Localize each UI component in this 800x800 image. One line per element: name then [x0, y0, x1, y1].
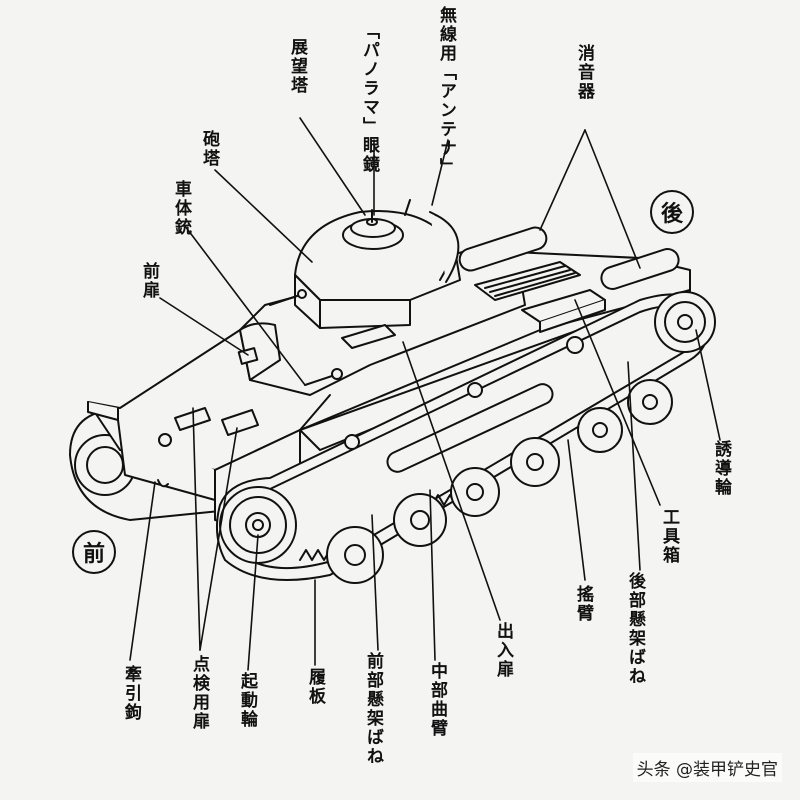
- label-inspection-door: 点検用扉: [189, 655, 209, 731]
- label-panorama-sight: 「パノラマ」眼鏡: [359, 22, 379, 174]
- label-front-spring: 前部懸架ばね: [363, 652, 383, 766]
- engine-deck: [458, 226, 680, 333]
- rear-marker: 後: [650, 190, 694, 234]
- label-hatch: 出入扉: [493, 622, 513, 679]
- label-hull-mg: 車体銃: [171, 180, 191, 237]
- label-rocker-arm: 搖臂: [573, 585, 593, 623]
- road-wheels: [326, 336, 673, 584]
- label-radio-antenna: 無線用「アンテナ」: [436, 6, 456, 177]
- sprocket-wheel: [219, 486, 297, 564]
- label-turret: 砲塔: [199, 130, 219, 168]
- label-sprocket: 起動輪: [237, 672, 257, 729]
- idler-wheel: [654, 291, 716, 353]
- label-tool-box: 工具箱: [659, 508, 679, 565]
- label-rear-spring: 後部懸架ばね: [625, 572, 645, 686]
- turret: [269, 199, 461, 329]
- leader-lines: [129, 117, 721, 671]
- label-tow-hook: 牽引鉤: [121, 665, 141, 722]
- label-muffler: 消音器: [574, 44, 594, 101]
- label-observation-cupola: 展望塔: [287, 38, 307, 95]
- label-front-door: 前扉: [139, 262, 159, 300]
- label-idler: 誘導輪: [711, 440, 731, 497]
- label-middle-arm: 中部曲臂: [427, 662, 447, 738]
- label-track: 履板: [305, 668, 325, 706]
- front-marker: 前: [72, 530, 116, 574]
- watermark: 头条 @装甲铲史官: [632, 753, 782, 782]
